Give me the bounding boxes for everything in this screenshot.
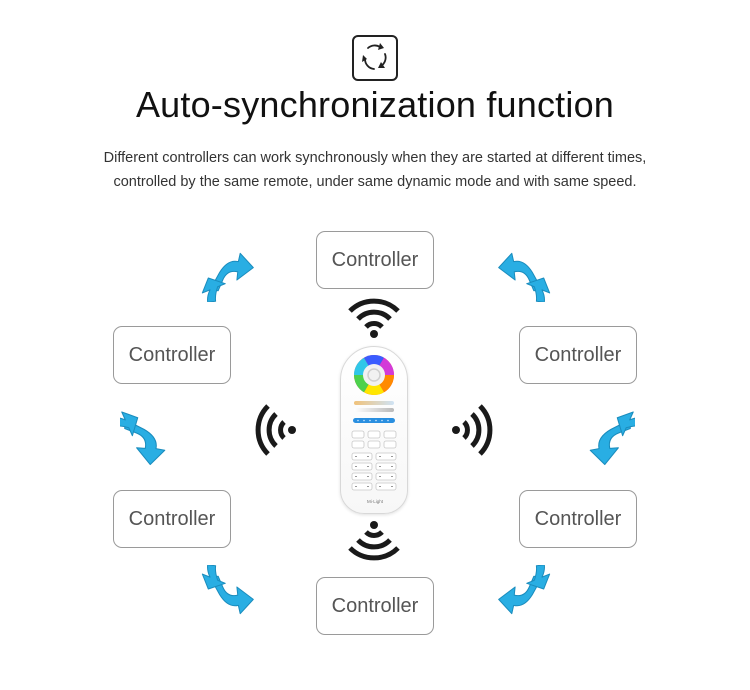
double-arrow-icon — [494, 251, 555, 302]
controller-top: Controller — [316, 231, 434, 289]
wifi-signal-icon-right — [452, 404, 493, 456]
controller-lower-right: Controller — [519, 490, 637, 548]
remote-control-icon: Mi·Light — [340, 346, 408, 514]
description: Different controllers can work synchrono… — [20, 146, 730, 194]
sync-icon — [352, 35, 398, 81]
description-line-2: controlled by the same remote, under sam… — [113, 174, 637, 190]
remote-brand-label: Mi·Light — [367, 499, 384, 504]
controller-bottom: Controller — [316, 577, 434, 635]
controller-lower-left: Controller — [113, 490, 231, 548]
page-title: Auto-synchronization function — [135, 84, 615, 125]
double-arrow-icon — [494, 565, 555, 616]
description-line-1: Different controllers can work synchrono… — [103, 150, 647, 166]
controller-upper-right: Controller — [519, 326, 637, 384]
double-arrow-icon — [197, 251, 258, 302]
double-arrow-icon — [587, 405, 635, 471]
wifi-signal-icon-left — [255, 404, 296, 456]
wifi-signal-icon-top — [348, 298, 400, 338]
double-arrow-icon — [197, 565, 258, 616]
controller-upper-left: Controller — [113, 326, 231, 384]
wifi-signal-icon-bottom — [348, 521, 400, 561]
double-arrow-icon — [120, 405, 168, 471]
